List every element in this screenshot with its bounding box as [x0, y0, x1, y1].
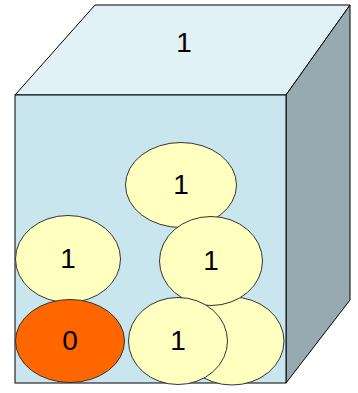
ball-shape [129, 298, 228, 385]
ball-shape [16, 300, 125, 383]
bit-value: 1 [203, 247, 219, 275]
bit-ball: 1 [15, 215, 121, 303]
cube-side [286, 5, 350, 383]
container-box: 1 1 1 1 0 1 [15, 5, 351, 384]
box-label: 1 [176, 29, 192, 57]
bit-ball: 1 [159, 216, 263, 306]
bit-value: 0 [62, 327, 78, 355]
bit-value: 1 [60, 245, 76, 273]
zero-ball: 0 [15, 299, 125, 383]
bit-ball: 1 [125, 142, 237, 228]
ball-shape [160, 217, 263, 306]
bit-value: 1 [173, 171, 189, 199]
bit-value: 1 [170, 327, 186, 355]
bit-ball: 1 [128, 297, 228, 385]
ball-shape [126, 143, 237, 228]
ball-shape [16, 216, 121, 303]
